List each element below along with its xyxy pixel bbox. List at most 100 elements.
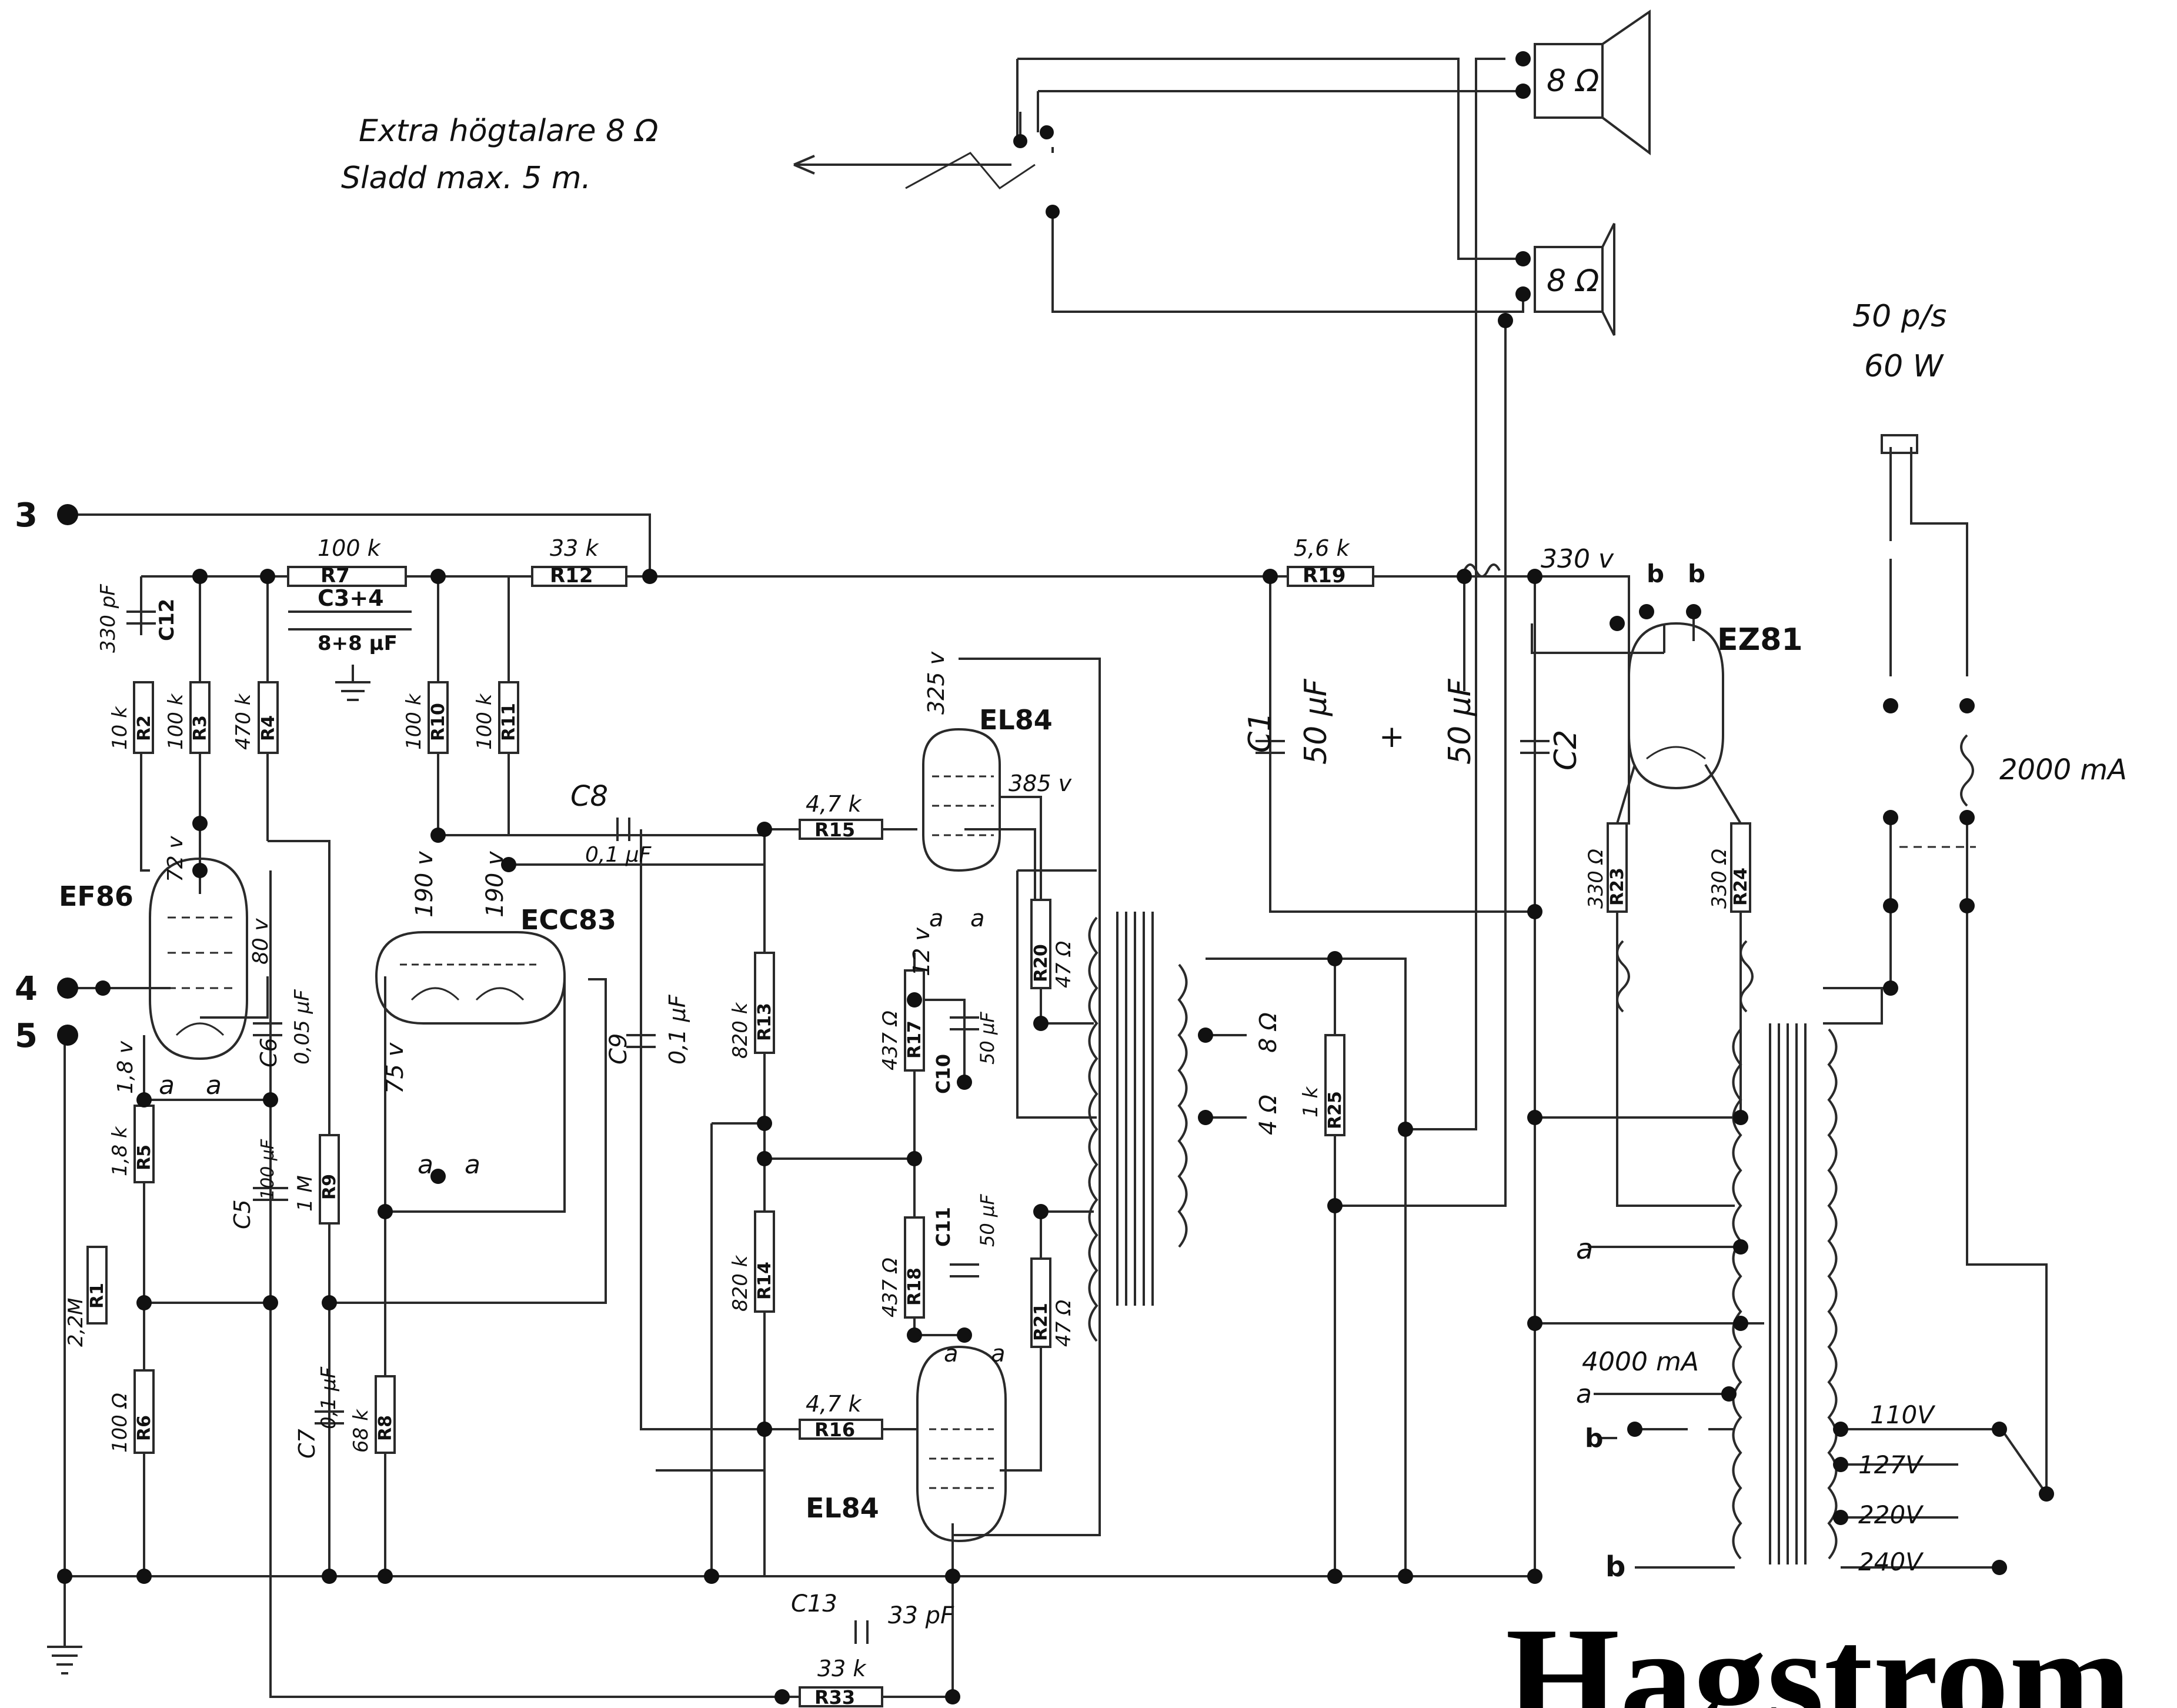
c7-ref: C7 xyxy=(294,1429,320,1459)
voltage-190v-b: 190 v xyxy=(482,850,509,918)
ez81-pin-b2: b xyxy=(1688,559,1705,588)
r23-wave xyxy=(1616,940,1630,1013)
c9-value: 0,1 μF xyxy=(665,994,690,1065)
capacitor-c8 xyxy=(616,818,630,841)
r16-value: 4,7 k xyxy=(806,1391,863,1417)
mains-power: 60 W xyxy=(1864,349,1945,384)
choke-symbol xyxy=(1463,563,1501,578)
el84-lower-pin-a1: a xyxy=(944,1340,959,1367)
mains-plug xyxy=(1881,434,1918,454)
resistor-r12 xyxy=(531,566,627,587)
output-tap-4: 4 Ω xyxy=(1255,1095,1282,1135)
tube-ez81-label: EZ81 xyxy=(1717,622,1803,658)
c8-ref: C8 xyxy=(570,780,608,813)
resistor-r9 xyxy=(319,1134,340,1225)
c1-value: 50 μF xyxy=(1298,678,1334,765)
heater-a-lower: a xyxy=(1576,1379,1592,1409)
capacitor-c3-4 xyxy=(288,611,412,631)
r13-value: 820 k xyxy=(729,1002,752,1059)
capacitor-c13 xyxy=(854,1620,869,1644)
c2-ref: C2 xyxy=(1548,730,1584,770)
c6-ref: C6 xyxy=(256,1038,282,1068)
heater-current: 4000 mA xyxy=(1582,1347,1699,1377)
c9-ref: C9 xyxy=(605,1033,632,1065)
c10-ref: C10 xyxy=(932,1054,954,1094)
r18-value: 437 Ω xyxy=(879,1257,902,1317)
tube-el84-upper xyxy=(922,728,1001,872)
resistor-r8 xyxy=(375,1375,396,1454)
r7-value: 100 k xyxy=(318,535,382,561)
c6-value: 0,05 μF xyxy=(291,989,314,1065)
brand-name: Hagstrom xyxy=(1505,1597,2132,1708)
speaker-lower-impedance: 8 Ω xyxy=(1547,263,1600,299)
r20-ref: R20 xyxy=(1031,944,1051,982)
resistor-r6 xyxy=(133,1369,155,1454)
voltage-80v: 80 v xyxy=(249,918,273,965)
extra-speaker-note-line1: Extra högtalare 8 Ω xyxy=(359,114,659,149)
r4-value: 470 k xyxy=(232,693,255,750)
r5-value: 1,8 k xyxy=(108,1126,132,1176)
c8-value: 0,1 μF xyxy=(585,843,652,867)
c12-ref: C12 xyxy=(155,599,179,641)
mains-fuse xyxy=(1960,734,1974,807)
c3-4-value: 8+8 μF xyxy=(318,632,398,655)
ef86-pin-a1: a xyxy=(159,1070,175,1100)
r2-value: 10 k xyxy=(108,706,132,750)
heater-a-upper: a xyxy=(1576,1233,1593,1266)
resistor-r7 xyxy=(287,566,407,587)
r3-ref: R3 xyxy=(190,715,211,741)
c1b-plus: + xyxy=(1379,719,1405,755)
c13-ref: C13 xyxy=(791,1590,837,1617)
resistor-r18 xyxy=(904,1216,925,1319)
r12-value: 33 k xyxy=(550,535,599,561)
mains-components xyxy=(1463,434,1976,1013)
capacitor-c7 xyxy=(315,1410,344,1425)
resistor-r20 xyxy=(1030,899,1051,989)
capacitor-c11 xyxy=(950,1263,979,1277)
resistor-r25 xyxy=(1324,1034,1345,1136)
voltage-75v: 75 v xyxy=(382,1042,409,1094)
ground-symbol xyxy=(47,665,370,1674)
resistor-r10 xyxy=(428,681,449,754)
junction-dots xyxy=(57,569,2054,1704)
r8-ref: R8 xyxy=(375,1415,396,1441)
r5-ref: R5 xyxy=(134,1145,155,1170)
r3-value: 100 k xyxy=(164,693,188,750)
r15-ref: R15 xyxy=(814,819,855,841)
resistor-r19 xyxy=(1287,566,1374,587)
r11-value: 100 k xyxy=(473,693,496,750)
resistor-r1 xyxy=(86,1246,108,1325)
terminal-3-label: 3 xyxy=(15,496,38,535)
r24-value: 330 Ω xyxy=(1708,849,1731,909)
r9-value: 1 M xyxy=(293,1175,317,1212)
resistor-r17 xyxy=(904,969,925,1072)
resistor-r3 xyxy=(189,681,211,754)
c12-value: 330 pF xyxy=(96,584,120,653)
el84-upper-pin-a1: a xyxy=(929,905,944,932)
speaker-lower xyxy=(1498,223,1615,336)
r7-ref: R7 xyxy=(320,564,350,588)
r10-value: 100 k xyxy=(402,693,426,750)
output-transformer xyxy=(1088,912,1188,1342)
tube-ez81 xyxy=(1628,622,1724,790)
fuse-rating: 2000 mA xyxy=(1999,753,2127,786)
resistor-r2 xyxy=(133,681,154,754)
r24-ref: R24 xyxy=(1731,868,1751,906)
mains-tap-220: 220V xyxy=(1858,1500,1924,1529)
resistor-r4 xyxy=(258,681,279,754)
r2-ref: R2 xyxy=(134,715,155,741)
ef86-pin-a2: a xyxy=(206,1070,222,1100)
r18-ref: R18 xyxy=(904,1267,925,1306)
r6-value: 100 Ω xyxy=(108,1393,132,1453)
terminal-5-label: 5 xyxy=(15,1017,38,1055)
terminal-4-label: 4 xyxy=(15,970,38,1008)
r19-value: 5,6 k xyxy=(1294,535,1351,561)
c3-4-ref: C3+4 xyxy=(318,585,384,611)
r14-value: 820 k xyxy=(729,1255,752,1312)
capacitor-c9 xyxy=(626,1034,656,1048)
voltage-325v: 325 v xyxy=(923,651,949,715)
resistors xyxy=(86,566,1751,1707)
input-terminals xyxy=(57,504,111,1046)
